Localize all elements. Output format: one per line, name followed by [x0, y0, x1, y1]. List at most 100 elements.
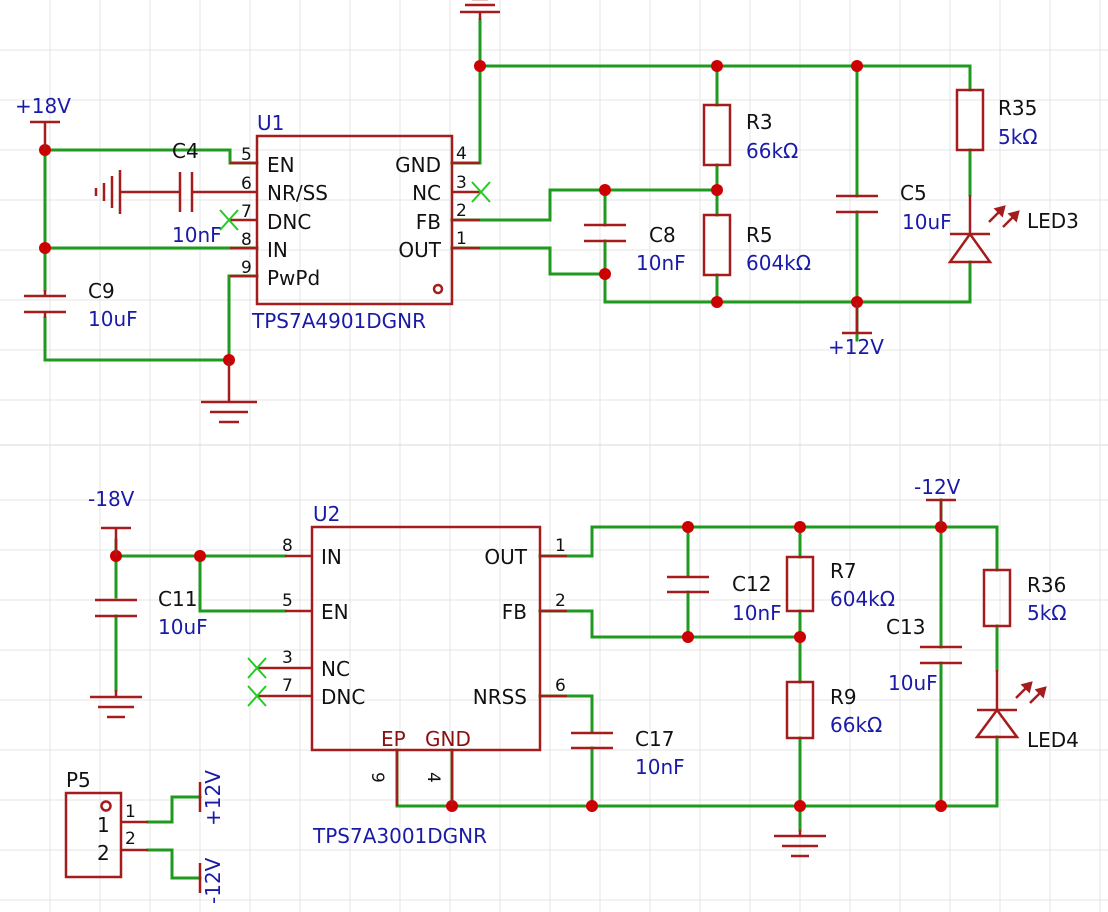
u2-pin-out: OUT [484, 545, 527, 569]
r3-ref: R3 [746, 110, 773, 134]
resistor-r9[interactable]: R9 66kΩ [785, 680, 882, 740]
c13-ref: C13 [886, 615, 925, 639]
power-n18: -18V [88, 487, 135, 556]
u2-pin-num-6: 6 [555, 676, 566, 696]
u2-pin-num-7: 7 [282, 676, 293, 696]
resistor-r35[interactable]: R35 5kΩ [955, 88, 1038, 152]
r9-value: 66kΩ [830, 713, 882, 737]
r3-value: 66kΩ [746, 139, 798, 163]
power-label-n12: -12V [914, 475, 961, 499]
u2-pin-num-2: 2 [555, 591, 566, 611]
u1-ic[interactable]: U1 TPS7A4901DGNR 5 6 7 8 9 EN NR/SS DNC … [230, 111, 480, 333]
c8-value: 10nF [636, 251, 686, 275]
power-label-p12: +12V [828, 335, 884, 359]
r5-ref: R5 [746, 223, 773, 247]
no-connect-marker-u2-nc [247, 657, 267, 679]
r7-ref: R7 [830, 559, 857, 583]
c5-value: 10uF [902, 210, 952, 234]
u1-pin-num-8: 8 [241, 230, 252, 250]
p5-pin-label-1: 1 [97, 813, 110, 837]
resistor-r5[interactable]: R5 604kΩ [702, 213, 811, 277]
u2-pin-num-4: 4 [423, 772, 443, 783]
p5-pin-num-2: 2 [125, 829, 136, 849]
connector-p5[interactable]: P5 1 2 1 2 [64, 768, 148, 879]
r5-value: 604kΩ [746, 251, 811, 275]
c5-ref: C5 [900, 181, 927, 205]
p5-ref: P5 [66, 768, 91, 792]
power-label-p5-n12: -12V [201, 857, 225, 904]
u1-pin-gnd: GND [395, 153, 441, 177]
power-p12: +12V [828, 302, 884, 359]
led-led3[interactable]: LED3 [947, 195, 1079, 264]
r36-value: 5kΩ [1027, 601, 1067, 625]
ground-nrss [94, 170, 130, 214]
c12-ref: C12 [732, 572, 771, 596]
u1-pin-num-7: 7 [241, 202, 252, 222]
u2-pin-en: EN [321, 600, 349, 624]
r36-ref: R36 [1027, 573, 1066, 597]
u2-pin-gnd: GND [425, 727, 471, 751]
r35-value: 5kΩ [998, 125, 1038, 149]
u1-pin-num-3: 3 [456, 173, 467, 193]
c4-ref: C4 [172, 139, 199, 163]
power-n12: -12V [914, 475, 961, 527]
power-p5-n12: -12V [198, 857, 225, 904]
capacitor-c4[interactable]: C4 10nF [130, 139, 230, 247]
u1-pin-num-4: 4 [456, 144, 467, 164]
u2-pin-in: IN [321, 545, 342, 569]
u1-pin-nrss: NR/SS [267, 181, 328, 205]
u1-pin-num-5: 5 [241, 145, 252, 165]
power-p5-p12: +12V [198, 770, 225, 826]
capacitor-c9[interactable]: C9 10uF [24, 279, 138, 331]
capacitor-c5[interactable]: C5 10uF [836, 181, 952, 234]
capacitor-c17[interactable]: C17 10nF [571, 727, 685, 779]
u2-pin-num-8: 8 [282, 536, 293, 556]
u2-pin-ep: EP [381, 727, 406, 751]
resistor-r36[interactable]: R36 5kΩ [982, 568, 1067, 628]
u1-pin-out: OUT [398, 238, 441, 262]
p5-pin-label-2: 2 [97, 841, 110, 865]
no-connect-marker-u1-nc [471, 181, 491, 203]
u1-designator: U1 [257, 111, 284, 135]
no-connect-marker-u1-dnc [219, 209, 239, 231]
c11-ref: C11 [158, 587, 197, 611]
u2-pin-dnc: DNC [321, 685, 365, 709]
p5-pin-num-1: 1 [125, 802, 136, 822]
c9-ref: C9 [88, 279, 115, 303]
u1-pin-nc: NC [412, 181, 441, 205]
resistor-r3[interactable]: R3 66kΩ [702, 103, 798, 167]
r35-ref: R35 [998, 96, 1037, 120]
c17-value: 10nF [635, 755, 685, 779]
u2-pin-num-9: 9 [367, 772, 387, 783]
capacitor-c12[interactable]: C12 10nF [667, 572, 782, 625]
led-led4[interactable]: LED4 [974, 670, 1079, 752]
led4-ref: LED4 [1027, 728, 1079, 752]
u2-pin-num-5: 5 [282, 591, 293, 611]
u1-part: TPS7A4901DGNR [251, 309, 426, 333]
u2-pin-num-3: 3 [282, 648, 293, 668]
ground-u1-pwpd [201, 360, 257, 424]
u2-pin-fb: FB [502, 600, 527, 624]
junctions [39, 60, 947, 812]
ground-bottom [774, 830, 826, 858]
no-connect-marker-u2-dnc [247, 685, 267, 707]
u2-pin-nc: NC [321, 657, 350, 681]
r7-value: 604kΩ [830, 587, 895, 611]
resistor-r7[interactable]: R7 604kΩ [785, 555, 895, 613]
capacitor-c8[interactable]: C8 10nF [584, 223, 686, 275]
u2-pin-nrss: NRSS [473, 685, 527, 709]
u2-pin-num-1: 1 [555, 536, 566, 556]
capacitor-c11[interactable]: C11 10uF [95, 587, 208, 639]
ground-c11 [90, 690, 142, 719]
capacitor-c13[interactable]: C13 10uF [886, 615, 962, 695]
u2-part: TPS7A3001DGNR [312, 824, 487, 848]
u1-pin-fb: FB [416, 210, 441, 234]
u1-pin-num-9: 9 [241, 258, 252, 278]
u1-pin-pwpd: PwPd [267, 266, 320, 290]
c12-value: 10nF [732, 601, 782, 625]
u2-ic[interactable]: U2 TPS7A3001DGNR 8 5 3 7 IN EN NC DNC 1 … [257, 502, 567, 848]
u1-pin-num-6: 6 [241, 174, 252, 194]
led3-ref: LED3 [1027, 209, 1079, 233]
